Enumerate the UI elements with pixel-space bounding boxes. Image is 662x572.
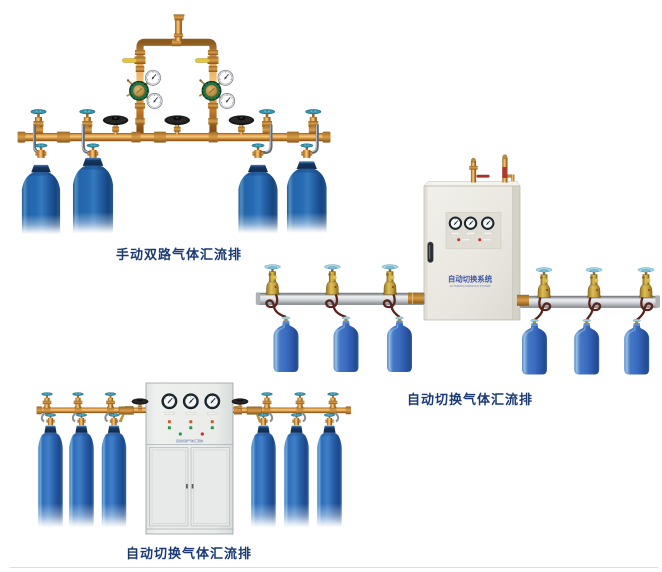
gas-bottle [333,316,359,373]
panel-gauge [448,216,463,231]
cabinet-top-valves [469,154,515,183]
cylinder-valve [301,144,313,158]
gas-cylinder [237,164,279,234]
indicator-light [478,238,482,242]
pigtail-hoses [265,294,654,321]
lever-valve [122,56,219,64]
sight-glass [427,241,434,263]
header-station-valve [262,393,273,408]
bottom-divider [10,567,658,568]
cylinder-valve [76,414,87,426]
black-handwheel-valve [102,115,129,135]
figure-auto-switch-wall-manifold: 自动切换系统 AUTOMATIC MANIFOLD SYSTEM [255,154,660,375]
header-pipe [17,131,331,143]
caption-auto-switch-floor-manifold: 自动切换气体汇流排 [125,546,252,561]
gas-bottle [573,319,600,375]
black-handwheel-valve [164,115,191,135]
caption-manual-dual-manifold: 手动双路气体汇流排 [115,247,242,262]
pressure-regulator [199,70,235,108]
door-handle [186,484,188,489]
header-station-valve [73,393,84,408]
manifold-station [586,268,602,298]
manifold-station [324,265,340,295]
gas-bottle [521,319,548,375]
panel-gauge [161,393,178,410]
black-handwheel-valve [228,115,255,135]
cylinder-valve [252,144,264,158]
door-handle [191,484,194,489]
indicator-light [457,238,461,242]
gas-bottle [386,316,413,373]
connection-hoses [40,412,340,423]
manifold-station [265,265,281,295]
header-station-valve [105,393,116,408]
gas-cylinder [71,157,115,234]
gas-bottle [623,319,650,375]
cylinder-valve [45,414,56,426]
manifold-station [536,268,552,298]
cabinet-label-en: AUTOMATIC MANIFOLD SYSTEM [450,284,491,288]
riser-frame [122,14,235,133]
figure-manual-dual-manifold [17,14,331,235]
pressure-regulator [127,70,163,108]
gas-cylinder [250,425,277,528]
header-station-valve [328,393,339,408]
brass-header-left [36,406,146,423]
panel-gauge [182,393,199,410]
gas-cylinder [68,425,95,528]
cylinder-valve [324,414,335,426]
panel-gauge [463,216,478,231]
indicator-lights [167,420,214,436]
floor-cabinet-label: 自动切换气体汇流排 [176,438,203,443]
gas-cylinder [285,161,328,233]
panel-gauge [204,393,221,410]
gas-cylinder [101,425,127,528]
gas-cylinder [20,164,62,235]
gas-bottle [273,316,299,373]
caption-auto-switch-wall-manifold: 自动切换气体汇流排 [406,392,533,407]
gas-cylinder [316,425,343,528]
panel-gauge [480,216,495,231]
cabinet-label-cn: 自动切换系统 [448,275,493,284]
control-cabinet: 自动切换系统 AUTOMATIC MANIFOLD SYSTEM [423,154,521,321]
brass-header-right [233,406,351,423]
manifold-station [382,265,398,295]
cylinder-valve [87,144,99,158]
cabinet-gauge-panel [445,212,502,249]
floor-cabinet: 自动切换气体汇流排 [145,382,234,535]
silver-header-left [255,292,425,305]
header-station-valve [42,393,53,408]
figure-auto-switch-floor-manifold: 自动切换气体汇流排 [36,382,351,535]
cylinder-valve [109,414,120,426]
manifold-station [638,268,654,298]
header-station-valve [295,393,306,408]
gas-cylinder [283,425,310,528]
cylinder-valve [291,414,302,426]
gas-cylinder [37,425,64,528]
